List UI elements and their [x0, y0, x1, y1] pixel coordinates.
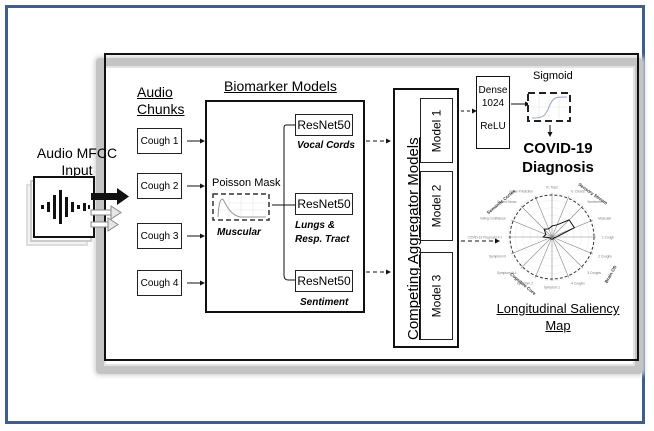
aggregator-model-2: Model 2: [420, 171, 453, 241]
cough-chunk-3: Cough 3: [137, 223, 182, 249]
radar-axis-label: Salient Factor: [497, 200, 518, 204]
cough-chunk-2-label: Cough 2: [140, 180, 179, 192]
radar-axis: [534, 236, 553, 278]
radar-axis-label: Symptom 2: [517, 282, 533, 286]
cough-chunk-3-label: Cough 3: [140, 230, 179, 242]
radar-group-label: Cognitive Core: [509, 272, 537, 297]
poisson-mask-caption: Muscular: [217, 227, 261, 238]
dense-layer-box: Dense 1024 ReLU: [476, 76, 510, 149]
resnet-2-caption: Lungs & Resp. Tract: [295, 219, 349, 247]
aggregator-model-1: Model 1: [420, 98, 453, 163]
resnet-sentiment: ResNet50: [295, 270, 353, 292]
resnet-2-caption-line1: Lungs &: [295, 220, 335, 231]
dense-activation: ReLU: [480, 121, 506, 132]
cough-chunk-4-label: Cough 4: [140, 277, 179, 289]
radar-axis: [551, 196, 570, 238]
input-arrow-gray-2: [90, 217, 119, 232]
radar-axis: [520, 236, 553, 269]
resnet-3-label: ResNet50: [297, 274, 351, 288]
saliency-title-line1: Longitudinal Saliency: [496, 301, 620, 316]
pipeline-frame: [104, 53, 639, 361]
sigmoid-chart: [527, 92, 571, 122]
sigmoid-label: Sigmoid: [533, 70, 573, 82]
chunk-arrows: [187, 138, 205, 286]
poisson-mask-label: Poisson Mask: [212, 177, 281, 189]
radar-axis-label: Voting Confidence: [480, 216, 506, 220]
resnet-2-label: ResNet50: [297, 197, 351, 211]
input-title-line1: Audio MFCC: [36, 145, 118, 161]
radar-axis-label: V. Chords: [571, 189, 585, 193]
audio-chunks-title-line2: Chunks: [137, 101, 185, 117]
input-arrow-gray-1: [90, 205, 122, 220]
waveform-icon: [41, 190, 90, 224]
radar-axis-label: Unlike Prediction: [509, 189, 533, 193]
resnet-1-caption: Vocal Cords: [297, 140, 355, 151]
radar-group-label: Brain OS: [604, 265, 618, 284]
aggregator-model-3: Model 3: [420, 252, 453, 340]
input-arrow-black: [91, 188, 129, 205]
arrow-to-diagnosis: [547, 125, 553, 137]
input-title: Audio MFCC Input: [22, 145, 132, 179]
radar-axis-label: R. Tract: [546, 186, 557, 190]
radar-axis-label: 1 Cough: [602, 236, 614, 240]
aggregator-output-arrows: [461, 108, 500, 244]
output-line1: COVID-19: [523, 140, 593, 157]
radar-axis: [551, 236, 593, 255]
pipeline-shadow-frame: [96, 58, 643, 374]
radar-axis-label: Sentiment: [587, 200, 601, 204]
saliency-map-title: Longitudinal Saliency Map: [484, 300, 632, 334]
cough-chunk-2: Cough 2: [137, 173, 182, 199]
resnet-1-label: ResNet50: [297, 118, 351, 132]
biomarker-models-title: Biomarker Models: [224, 78, 337, 94]
radar-axis-label: Muscular: [598, 216, 612, 220]
radar-axis: [520, 205, 553, 238]
radar-axis: [511, 236, 553, 255]
resnet-2-caption-line2: Resp. Tract: [295, 234, 350, 245]
biomarker-to-aggregator-arrows: [366, 138, 391, 275]
waveform-box: [33, 176, 95, 238]
radar-axis: [551, 236, 584, 269]
cough-chunk-1-label: Cough 1: [140, 135, 179, 147]
input-arrows: [90, 188, 129, 232]
radar-axis: [511, 219, 553, 238]
resnet-vocal-cords: ResNet50: [295, 114, 353, 136]
output-line2: Diagnosis: [522, 159, 594, 176]
model-3-label: Model 3: [429, 274, 444, 318]
radar-axis: [534, 196, 553, 238]
radar-axis-label: Symptom N-1: [497, 271, 517, 275]
cough-chunk-4: Cough 4: [137, 270, 182, 296]
arrow-to-sigmoid: [511, 101, 530, 107]
audio-chunks-title: Audio Chunks: [137, 84, 184, 118]
resnet-bracket: [272, 124, 296, 281]
radar-axis: [551, 236, 570, 278]
radar-axis: [551, 205, 584, 238]
radar-axis-label: COVID-19 Prognosis F1: [468, 236, 503, 240]
saliency-title-line2: Map: [545, 318, 571, 333]
input-title-line2: Input: [61, 162, 93, 178]
model-2-label: Model 2: [429, 184, 444, 228]
resnet-3-caption: Sentiment: [300, 297, 349, 308]
radar-axis-label: Symptom 1: [544, 286, 560, 290]
dense-label: Dense: [478, 85, 508, 96]
resnet-lungs: ResNet50: [295, 193, 353, 215]
dense-units: 1024: [481, 98, 505, 109]
audio-chunks-title-line1: Audio: [137, 84, 173, 100]
radar-outer-series: [509, 194, 595, 280]
radar-saliency-series: [542, 219, 576, 240]
covid-diagnosis-output: COVID-19 Diagnosis: [518, 139, 598, 177]
poisson-mask-chart: [212, 193, 270, 221]
radar-axis-label: 4 Coughs: [571, 282, 585, 286]
model-1-label: Model 1: [429, 109, 444, 152]
radar-axis-label: Symptom N: [489, 255, 506, 259]
radar-axis-label: 2 Coughs: [598, 255, 612, 259]
cough-chunk-1: Cough 1: [137, 128, 182, 154]
radar-axis-label: 3 Coughs: [587, 271, 601, 275]
